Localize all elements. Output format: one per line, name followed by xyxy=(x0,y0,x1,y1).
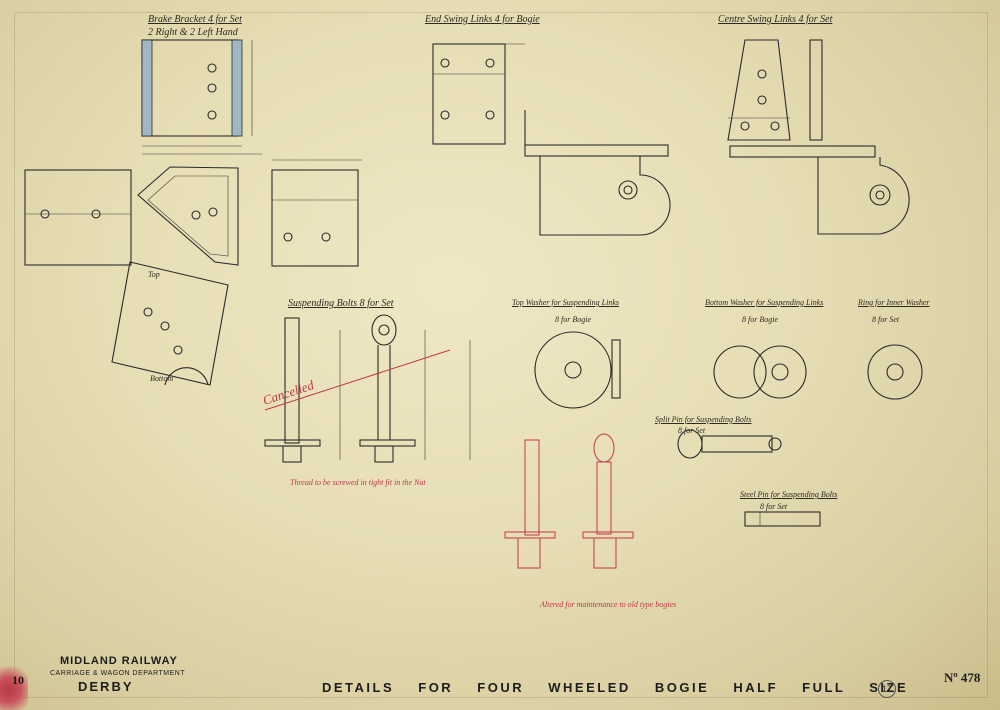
altered-note: Altered for maintenance to old type bogi… xyxy=(540,600,677,609)
suspending-bolts-title: Suspending Bolts 8 for Set xyxy=(288,298,394,309)
top-washer-title: Top Washer for Suspending Links xyxy=(512,298,619,307)
end-swing-link-views xyxy=(432,43,671,236)
suspending-bolt-views xyxy=(264,314,471,463)
department-name: CARRIAGE & WAGON DEPARTMENT xyxy=(50,670,186,677)
ink-stain xyxy=(0,660,28,710)
centre-swing-links-title: Centre Swing Links 4 for Set xyxy=(718,14,833,25)
split-pin-title: Split Pin for Suspending Bolts xyxy=(655,415,752,424)
end-swing-links-title: End Swing Links 4 for Bogie xyxy=(425,14,540,25)
brake-bracket-plan xyxy=(141,39,262,155)
steel-pin-title: Steel Pin for Suspending Bolts xyxy=(740,490,838,499)
brake-bracket-subtitle: 2 Right & 2 Left Hand xyxy=(148,27,238,38)
sheet-stamp: 17 xyxy=(878,680,896,698)
bottom-washer-subtitle: 8 for Bogie xyxy=(742,315,778,324)
brake-bracket-elevation xyxy=(24,159,362,267)
altered-bolt-views xyxy=(504,433,634,569)
place-name: DERBY xyxy=(78,679,134,694)
sheet-number: 10 xyxy=(12,673,24,687)
company-name: MIDLAND RAILWAY xyxy=(60,655,178,667)
ring-washer-subtitle: 8 for Set xyxy=(872,315,900,324)
drawing-title: DETAILS FOR FOUR WHEELED BOGIE HALF FULL… xyxy=(322,680,909,695)
sheet-border xyxy=(14,12,988,698)
top-washer-subtitle: 8 for Bogie xyxy=(555,315,591,324)
ring-washer-title: Ring for Inner Washer xyxy=(858,298,930,307)
bottom-label: Bottom xyxy=(150,374,174,383)
top-label: Top xyxy=(148,270,160,279)
bottom-washer-title: Bottom Washer for Suspending Links xyxy=(705,298,824,307)
brake-bracket-title: Brake Bracket 4 for Set xyxy=(148,14,242,25)
washer-views xyxy=(534,331,923,409)
thread-note: Thread to be screwed in tight fit in the… xyxy=(290,478,426,487)
steel-pin-subtitle: 8 for Set xyxy=(760,502,788,511)
centre-swing-link-views xyxy=(727,39,910,235)
drawing-number: Nº 478 xyxy=(944,670,981,685)
split-pin-subtitle: 8 for Set xyxy=(678,426,706,435)
split-pin-views xyxy=(677,429,821,527)
brake-bracket-rotated xyxy=(111,261,229,386)
